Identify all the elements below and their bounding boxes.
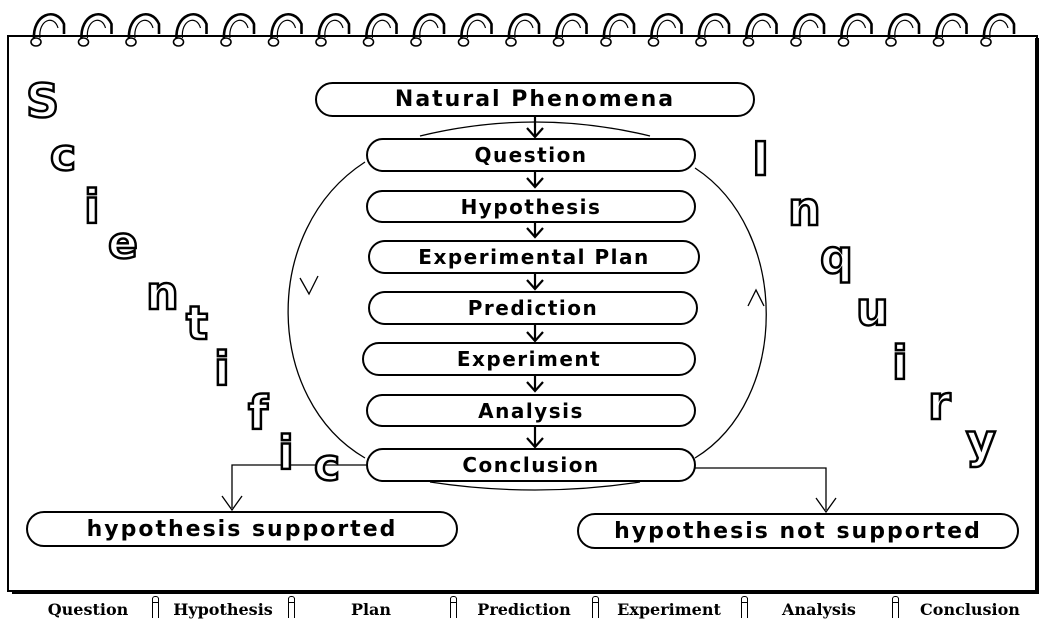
spiral-ring (172, 13, 208, 47)
spiral-ring (790, 13, 826, 47)
spiral-ring (30, 13, 66, 47)
step-prediction[interactable]: Prediction (368, 291, 698, 325)
spiral-ring (362, 13, 398, 47)
diagonal-letter: i (213, 342, 231, 396)
spiral-ring (77, 13, 113, 47)
step-analysis[interactable]: Analysis (366, 394, 696, 427)
flow-arrow (526, 323, 544, 343)
cycle-up-arrow (747, 288, 765, 307)
flow-arrow (526, 425, 544, 449)
spiral-ring (647, 13, 683, 47)
spiral-ring (505, 13, 541, 47)
step-hypothesis[interactable]: Hypothesis (366, 190, 696, 223)
branch-not-supported (695, 467, 827, 510)
diagonal-letter: y (965, 414, 998, 468)
tab-prediction[interactable]: Prediction (477, 599, 571, 619)
diagonal-letter: i (891, 336, 909, 390)
cycle-down-arrow (299, 275, 319, 296)
spiral-ring (980, 13, 1016, 47)
spiral-ring (695, 13, 731, 47)
tab-divider (450, 596, 457, 618)
outcome-hypothesis-not-supported[interactable]: hypothesis not supported (577, 513, 1019, 549)
natural-phenomena-box[interactable]: Natural Phenomena (315, 82, 755, 117)
diagonal-letter: r (927, 376, 952, 430)
spiral-ring (600, 13, 636, 47)
diagonal-letter: u (855, 282, 890, 336)
tab-analysis[interactable]: Analysis (782, 599, 856, 619)
flow-arrow (526, 114, 544, 139)
tab-divider (892, 596, 899, 618)
spiral-ring (267, 13, 303, 47)
spiral-ring (885, 13, 921, 47)
tab-hypothesis[interactable]: Hypothesis (173, 599, 273, 619)
diagonal-letter: n (145, 266, 180, 320)
diagonal-letter: q (819, 230, 854, 284)
outcome-hypothesis-supported[interactable]: hypothesis supported (26, 511, 458, 547)
diagonal-letter: f (247, 386, 270, 440)
spiral-ring (742, 13, 778, 47)
spiral-ring (315, 13, 351, 47)
spiral-ring (220, 13, 256, 47)
tab-divider (288, 596, 295, 618)
diagonal-letter: i (83, 180, 101, 234)
spiral-ring (837, 13, 873, 47)
step-experimental-plan[interactable]: Experimental Plan (368, 240, 700, 274)
diagonal-letter: S (25, 74, 61, 128)
branch-supported (231, 464, 366, 508)
diagonal-letter: c (313, 440, 342, 491)
diagonal-letter: I (751, 132, 771, 186)
spiral-ring (457, 13, 493, 47)
tab-experiment[interactable]: Experiment (617, 599, 721, 619)
tab-conclusion[interactable]: Conclusion (920, 599, 1020, 619)
step-question[interactable]: Question (366, 138, 696, 172)
diagonal-letter: c (49, 130, 78, 181)
tab-question[interactable]: Question (47, 599, 129, 619)
step-conclusion[interactable]: Conclusion (366, 448, 696, 482)
tab-divider (592, 596, 599, 618)
tab-divider (152, 596, 159, 618)
flow-arrow (526, 170, 544, 189)
spiral-binding (30, 13, 1016, 47)
spiral-ring (552, 13, 588, 47)
tab-plan[interactable]: Plan (350, 599, 392, 619)
spiral-ring (410, 13, 446, 47)
step-experiment[interactable]: Experiment (362, 342, 696, 376)
diagonal-letter: e (107, 218, 139, 269)
diagonal-letter: t (185, 296, 210, 350)
spiral-ring (125, 13, 161, 47)
outcome-branches (221, 464, 837, 514)
tab-divider (741, 596, 748, 618)
diagonal-letter: n (787, 182, 822, 236)
spiral-ring (932, 13, 968, 47)
tab-bar: Question Hypothesis Plan Prediction Expe… (20, 594, 1045, 622)
diagonal-letter: i (277, 426, 295, 480)
